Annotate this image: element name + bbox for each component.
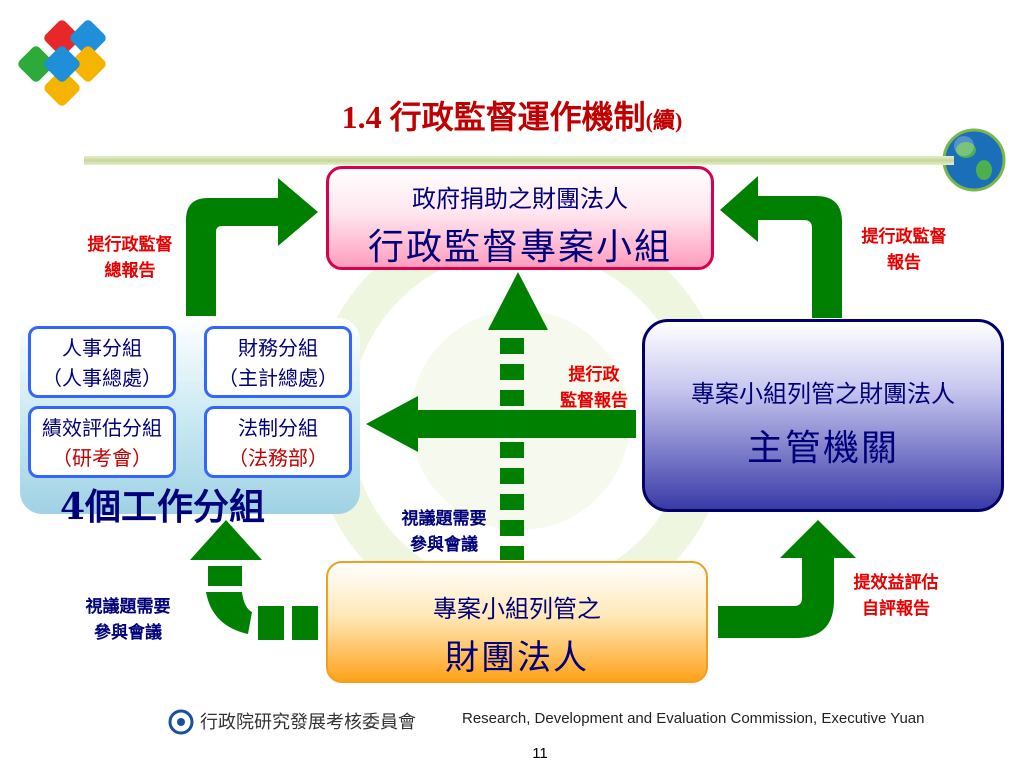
bottom-box-line2: 財團法人 bbox=[445, 638, 589, 678]
group-legal: 法制分組 （法務部） bbox=[204, 406, 352, 478]
note-bottom-right: 提效益評估 自評報告 bbox=[834, 570, 958, 622]
arrow-bottom-to-groups-dashed bbox=[190, 520, 318, 640]
group-performance-name: 績效評估分組 bbox=[42, 416, 162, 440]
globe-icon bbox=[942, 128, 1006, 192]
note-bottom-right-line1: 提效益評估 bbox=[853, 573, 939, 593]
arrow-groups-to-top bbox=[186, 178, 318, 316]
note-top-right: 提行政監督 報告 bbox=[842, 224, 966, 276]
note-top-left: 提行政監督 總報告 bbox=[68, 232, 192, 284]
group-finance: 財務分組 （主計總處） bbox=[204, 326, 352, 398]
note-bottom-left: 視議題需要 參與會議 bbox=[66, 594, 190, 646]
title-divider bbox=[84, 156, 954, 165]
note-middle-bottom: 視議題需要 參與會議 bbox=[384, 506, 504, 558]
right-box-line2: 主管機關 bbox=[746, 428, 899, 469]
note-middle-bottom-line2: 參與會議 bbox=[410, 535, 478, 555]
page-title-text: 1.4 行政監督運作機制 bbox=[341, 99, 646, 135]
group-finance-dept: （主計總處） bbox=[218, 366, 338, 390]
note-top-right-line1: 提行政監督 bbox=[861, 227, 947, 247]
footer-org-english: Research, Development and Evaluation Com… bbox=[462, 710, 925, 727]
right-box-line1: 專案小組列管之財團法人 bbox=[691, 380, 955, 408]
foundation-box: 專案小組列管之 財團法人 bbox=[326, 561, 708, 683]
note-bottom-left-line2: 參與會議 bbox=[94, 623, 162, 643]
note-bottom-right-line2: 自評報告 bbox=[862, 599, 930, 619]
note-middle-bottom-line1: 視議題需要 bbox=[401, 509, 487, 529]
group-personnel: 人事分組 （人事總處） bbox=[28, 326, 176, 398]
footer-org-chinese: 行政院研究發展考核委員會 bbox=[200, 712, 416, 733]
page-number: 11 bbox=[532, 745, 548, 762]
note-top-right-line2: 報告 bbox=[887, 253, 921, 273]
note-top-left-line1: 提行政監督 bbox=[87, 235, 173, 255]
arrow-bottom-to-right bbox=[718, 520, 856, 638]
bottom-box-line1: 專案小組列管之 bbox=[433, 595, 601, 623]
group-performance-dept: （研考會） bbox=[52, 446, 152, 470]
group-personnel-name: 人事分組 bbox=[62, 336, 142, 360]
rdec-logo bbox=[18, 20, 106, 106]
group-performance: 績效評估分組 （研考會） bbox=[28, 406, 176, 478]
working-groups-label: 4個工作分組 bbox=[60, 486, 266, 528]
working-groups-box: 人事分組 （人事總處） 財務分組 （主計總處） 績效評估分組 （研考會） 法制分… bbox=[20, 318, 360, 514]
group-personnel-dept: （人事總處） bbox=[42, 366, 162, 390]
top-box-line2: 行政監督專案小組 bbox=[367, 227, 672, 268]
note-bottom-left-line1: 視議題需要 bbox=[85, 597, 171, 617]
top-box-line1: 政府捐助之財團法人 bbox=[412, 185, 628, 213]
competent-authority-box: 專案小組列管之財團法人 主管機關 bbox=[642, 319, 1004, 512]
note-middle-right-line2: 監督報告 bbox=[560, 391, 628, 411]
page-title-suffix: (續) bbox=[645, 108, 683, 133]
group-finance-name: 財務分組 bbox=[238, 336, 318, 360]
supervision-task-force-box: 政府捐助之財團法人 行政監督專案小組 bbox=[326, 166, 714, 270]
note-middle-right-line1: 提行政 bbox=[568, 365, 620, 385]
page-title: 1.4 行政監督運作機制(續) bbox=[0, 92, 1024, 138]
group-legal-dept: （法務部） bbox=[228, 446, 328, 470]
note-top-left-line2: 總報告 bbox=[104, 261, 156, 281]
arrow-right-to-top bbox=[720, 176, 842, 318]
commission-emblem-icon bbox=[168, 709, 194, 735]
group-legal-name: 法制分組 bbox=[238, 416, 318, 440]
arrow-right-to-groups bbox=[366, 396, 636, 452]
note-middle-right: 提行政 監督報告 bbox=[546, 362, 642, 414]
